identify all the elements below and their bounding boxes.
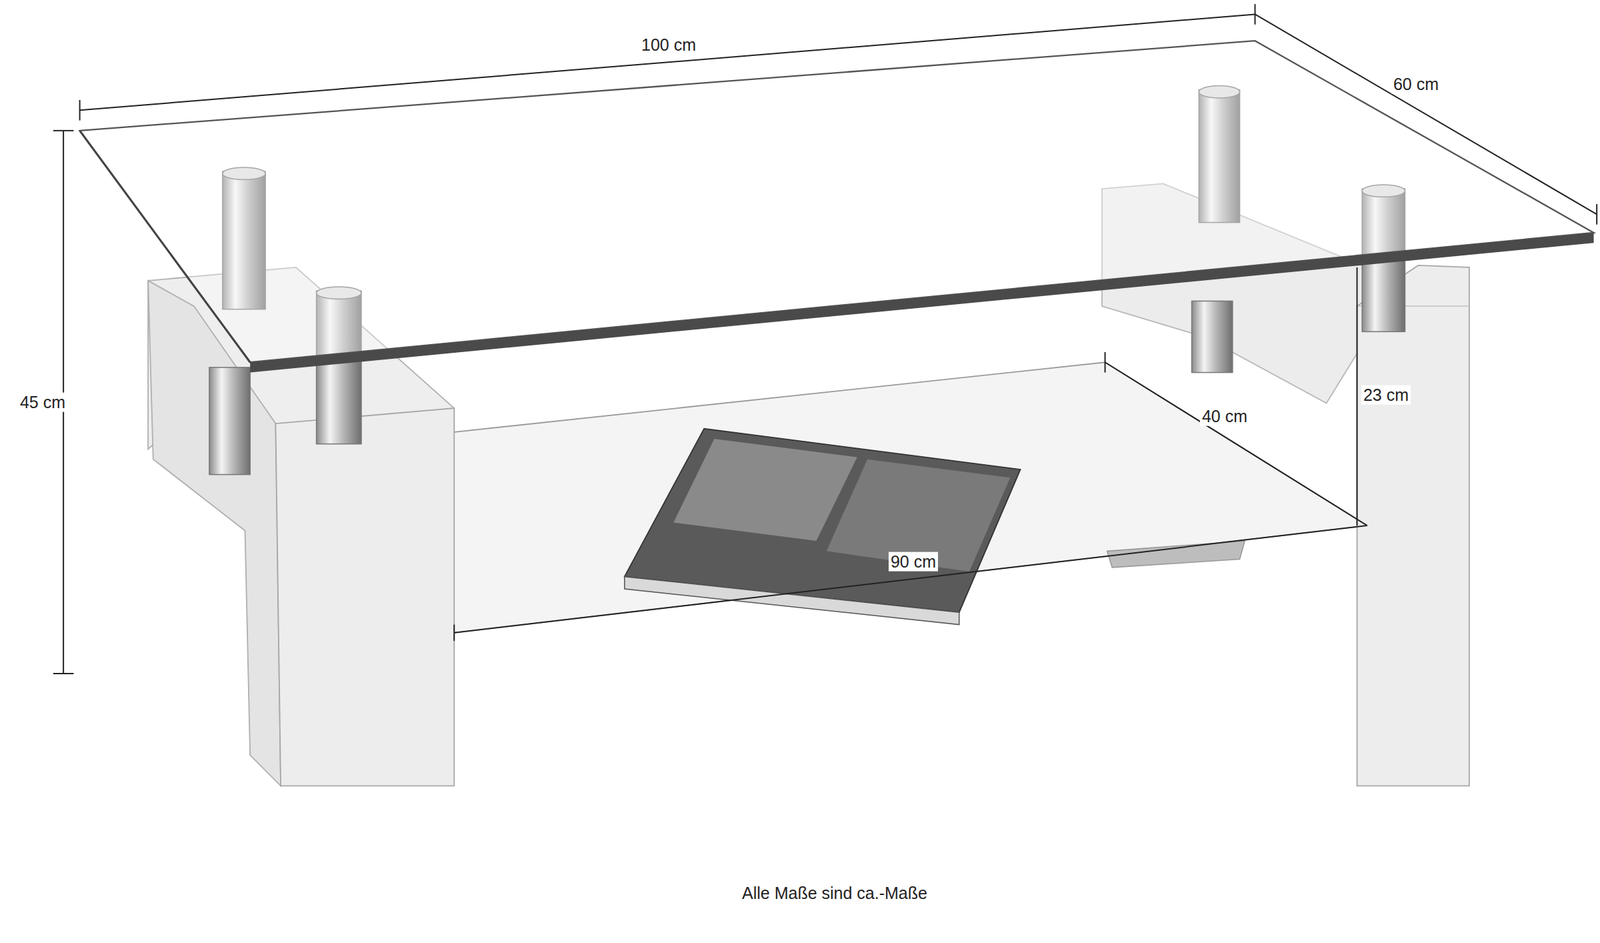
dimension-label: 60 cm [1391,74,1441,94]
dimension-label: 100 cm [639,35,698,55]
dimension-label: 40 cm [1200,406,1250,426]
dimension-label: 23 cm [1361,385,1411,405]
note-text: Alle Maße sind ca.-Maße [740,883,930,903]
dimension-label: 45 cm [18,392,68,412]
dimension-label: 90 cm [888,552,938,572]
